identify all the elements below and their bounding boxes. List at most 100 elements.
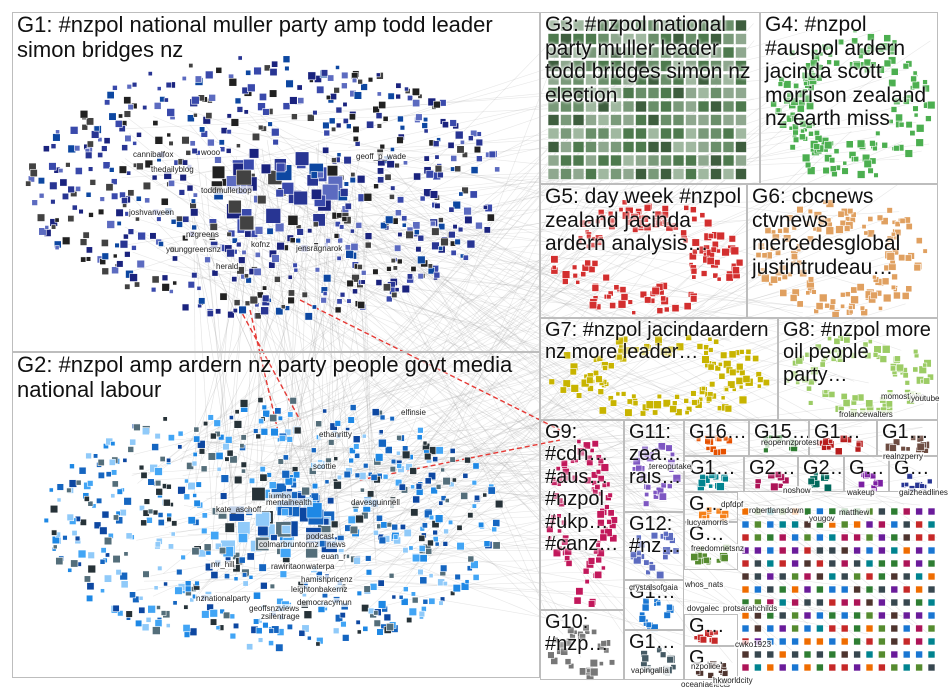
group-g5: G5: day week #nzpol zealand jacinda arde…	[540, 184, 747, 318]
group-g12-label: G12: #nz…	[629, 513, 683, 558]
node	[829, 599, 836, 606]
node	[767, 612, 774, 619]
node	[891, 547, 898, 554]
node	[854, 664, 861, 671]
node	[878, 612, 885, 619]
node	[866, 612, 873, 619]
group-g6: G6: cbcnews ctvnews mercedesglobal justi…	[747, 184, 938, 318]
group-g2-label: G2: #nzpol amp ardern nz party people go…	[17, 353, 539, 402]
node	[866, 547, 873, 554]
group-g14-label: G1…	[629, 631, 676, 653]
node-label: herald	[215, 262, 239, 271]
group-g3: G3: #nzpol national party muller leader …	[540, 12, 760, 184]
node-label: leightonbakernz	[290, 585, 348, 594]
node	[903, 651, 910, 658]
node	[779, 638, 786, 645]
node	[928, 508, 935, 515]
node	[792, 560, 799, 567]
node	[878, 573, 885, 580]
node	[816, 664, 823, 671]
node	[792, 651, 799, 658]
node	[742, 612, 749, 619]
node	[742, 625, 749, 632]
node	[841, 651, 848, 658]
group-g7: G7: #nzpol jacindaardern nz more leader…	[540, 318, 778, 420]
node	[754, 560, 761, 567]
group-g1: G1: #nzpol national muller party amp tod…	[12, 12, 540, 352]
node	[742, 664, 749, 671]
node	[754, 534, 761, 541]
node-label: waterpa	[305, 562, 335, 571]
node	[854, 521, 861, 528]
node	[854, 534, 861, 541]
node	[816, 586, 823, 593]
node	[754, 521, 761, 528]
node-label: thedailyblog	[150, 165, 195, 174]
node	[816, 638, 823, 645]
node	[779, 625, 786, 632]
node	[754, 625, 761, 632]
node	[767, 573, 774, 580]
node-label: nznationalparty	[195, 594, 251, 603]
node	[779, 664, 786, 671]
node	[767, 560, 774, 567]
node	[854, 651, 861, 658]
group-g19: G1…	[684, 456, 744, 492]
node	[841, 638, 848, 645]
node	[792, 638, 799, 645]
group-g8: G8: #nzpol more oil people party…	[778, 318, 938, 420]
node	[891, 534, 898, 541]
group-g18-label: G1…	[882, 421, 929, 443]
group-g10: G10: #nzp…	[540, 610, 624, 680]
node	[891, 599, 898, 606]
node	[916, 651, 923, 658]
node	[928, 664, 935, 671]
node	[742, 573, 749, 580]
node-label: geoff_p_wade	[355, 152, 407, 161]
group-g20-label: G2…	[749, 457, 796, 479]
node-label: euan_r	[320, 552, 347, 561]
node	[928, 573, 935, 580]
node	[841, 573, 848, 580]
node-label: vapingallia	[630, 666, 670, 675]
node	[916, 612, 923, 619]
node	[878, 638, 885, 645]
node	[854, 625, 861, 632]
node	[792, 625, 799, 632]
group-g9-label: G9: #cdn… #aus… #nzpol #ukp… #canz…	[545, 421, 623, 555]
node	[804, 599, 811, 606]
node	[779, 651, 786, 658]
node	[854, 638, 861, 645]
node	[866, 586, 873, 593]
node	[754, 651, 761, 658]
node	[878, 651, 885, 658]
node	[928, 586, 935, 593]
node	[916, 586, 923, 593]
node	[816, 560, 823, 567]
node	[891, 521, 898, 528]
node	[779, 547, 786, 554]
node	[878, 586, 885, 593]
node	[916, 534, 923, 541]
node	[841, 547, 848, 554]
node	[779, 586, 786, 593]
node	[754, 573, 761, 580]
node-label: elfinsie	[400, 408, 427, 417]
group-g12: G12: #nz…	[624, 512, 684, 580]
node	[792, 521, 799, 528]
node	[841, 625, 848, 632]
node	[903, 560, 910, 567]
node	[866, 625, 873, 632]
group-g18: G1…	[877, 420, 938, 456]
node	[878, 625, 885, 632]
node	[767, 664, 774, 671]
node	[928, 612, 935, 619]
node	[854, 547, 861, 554]
node-label: davesguinnell	[350, 498, 401, 507]
node	[816, 573, 823, 580]
node-label: freedomnetsnz	[690, 544, 745, 553]
node-label: dovgalec	[686, 604, 720, 613]
group-g4-label: G4: #nzpol #auspol ardern jacinda scott …	[765, 13, 937, 131]
node	[903, 521, 910, 528]
